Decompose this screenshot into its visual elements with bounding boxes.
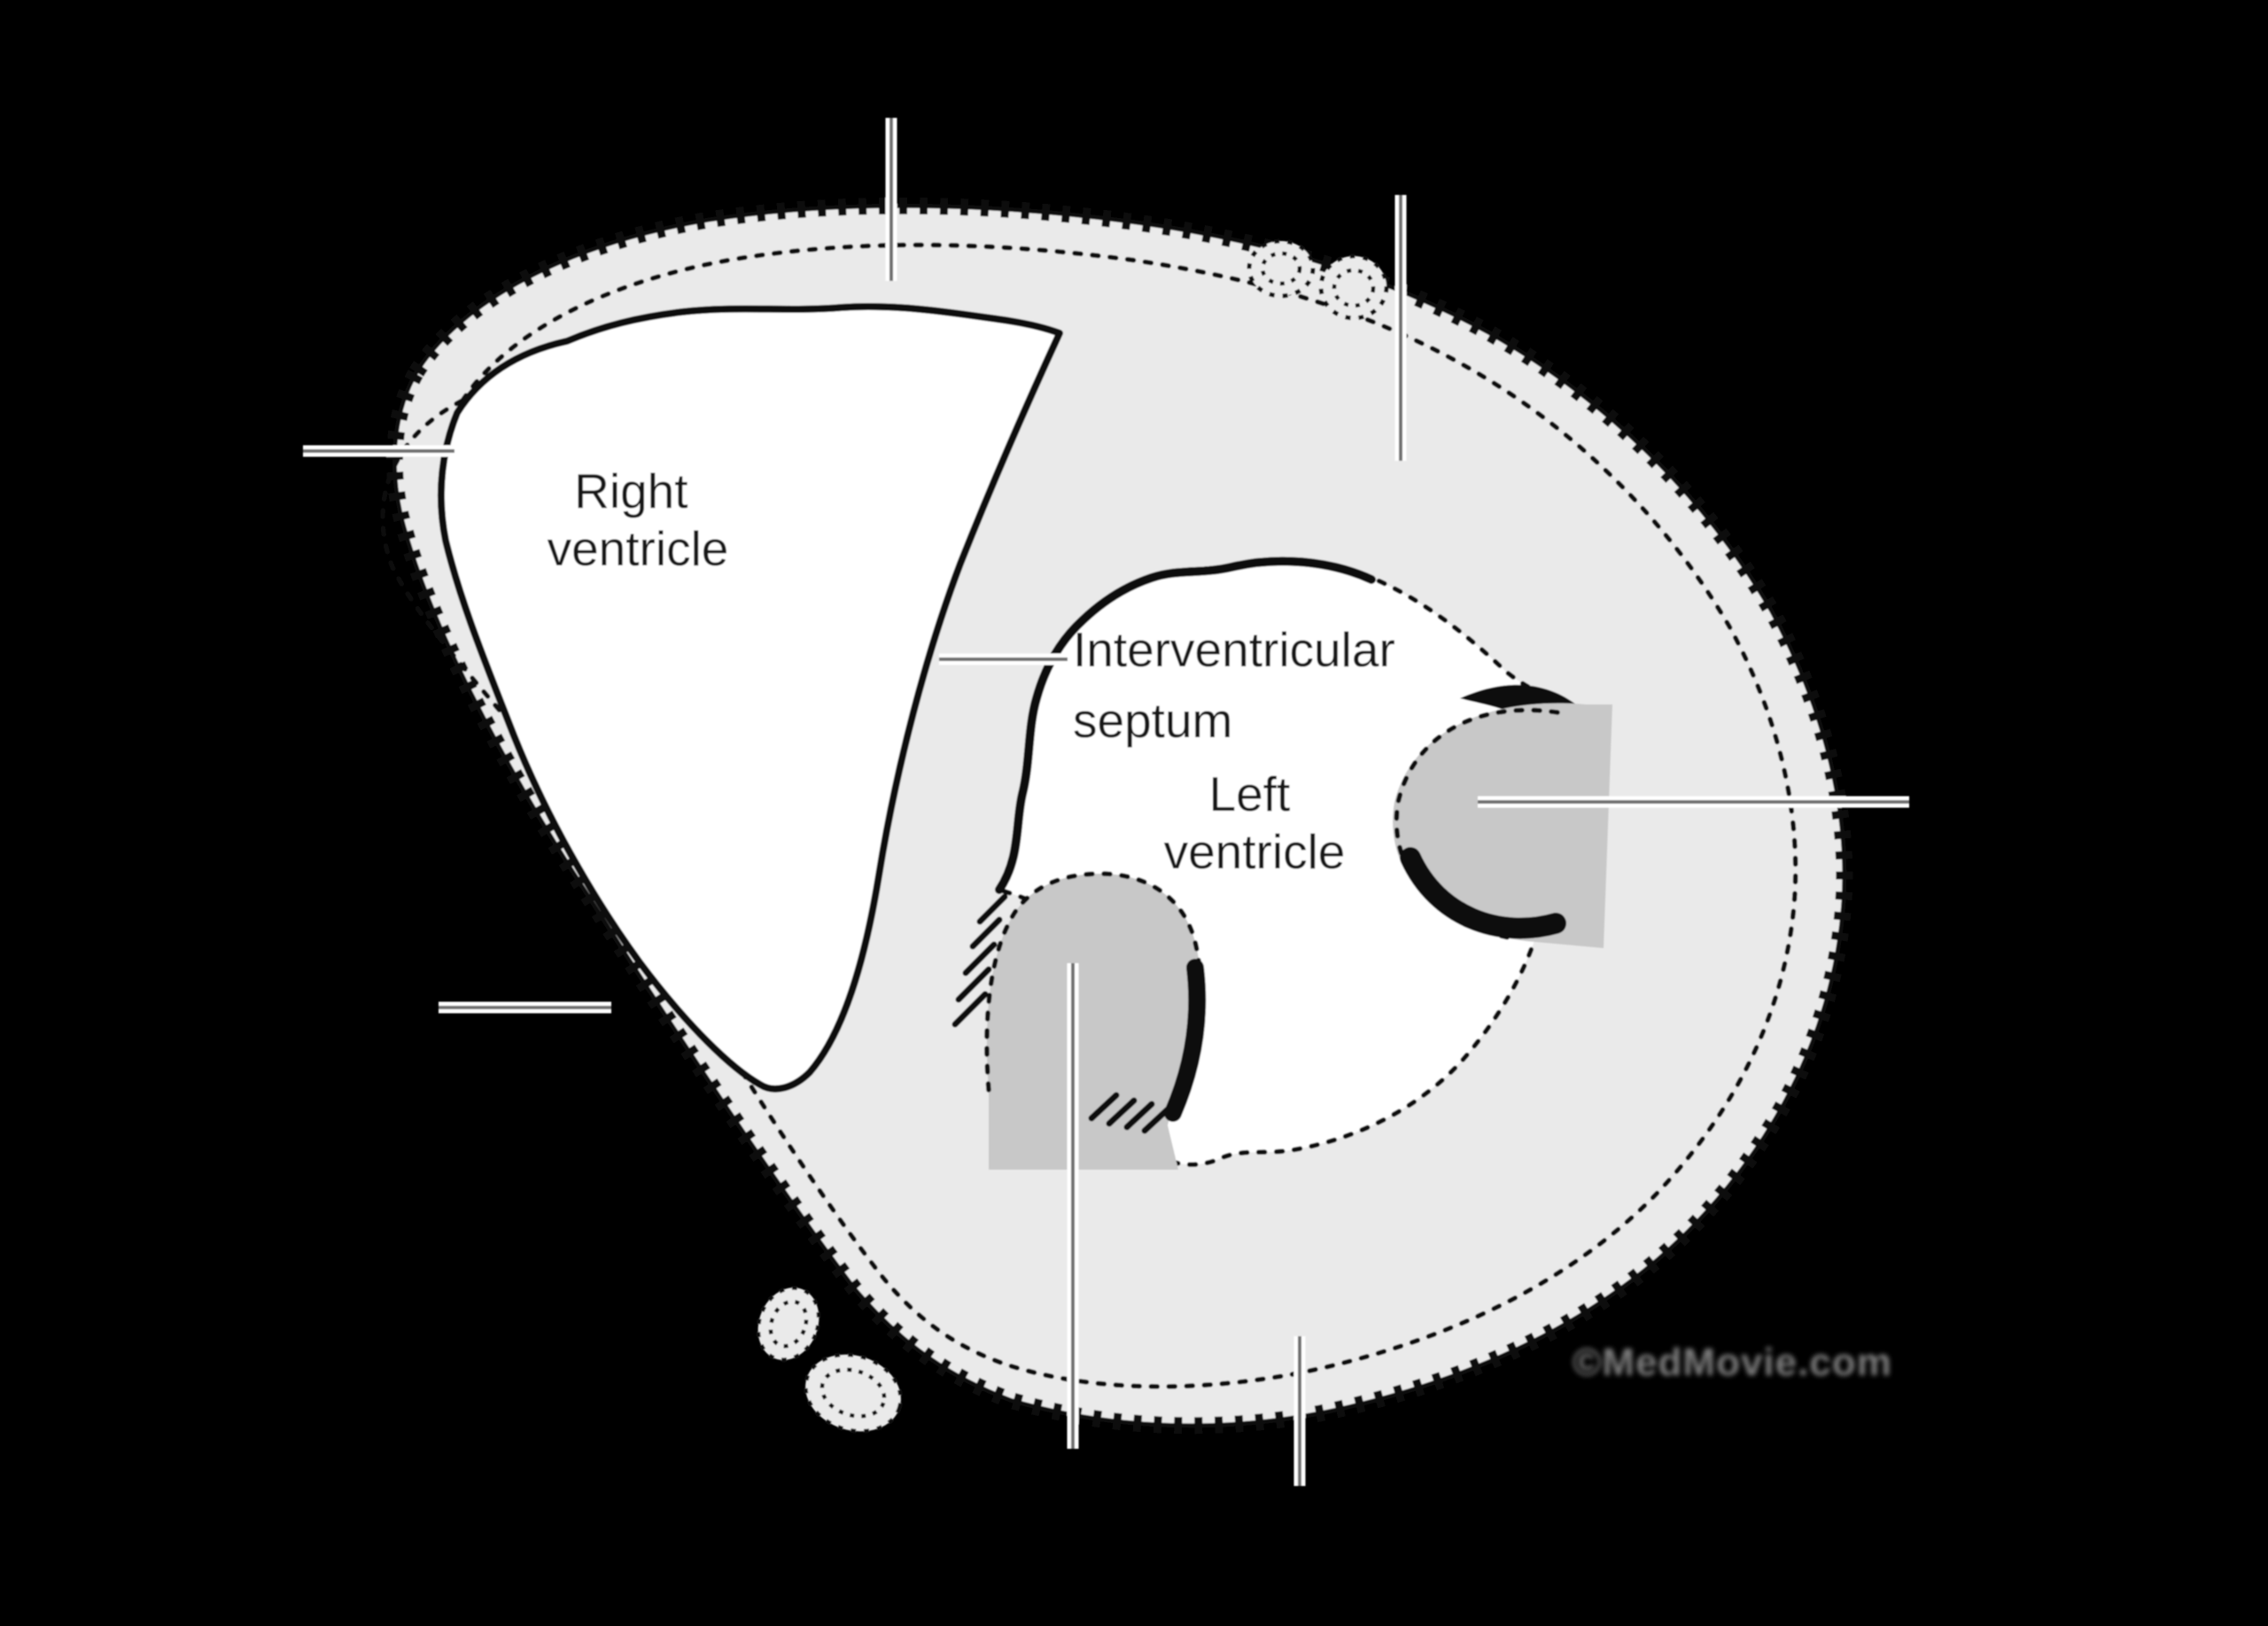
interventricular-septum-label: Interventricular septum [1073, 622, 1409, 748]
right-ventricle-label: Right ventricle [548, 463, 729, 576]
left-ventricle-solid-border [995, 556, 1376, 894]
right-ventricle-cavity [437, 303, 1063, 1093]
left-ventricle-label-line1: Left [1208, 766, 1290, 821]
papillary-muscle-right-shadow [1400, 847, 1566, 939]
coronary-vessel-lumen-icon [1260, 251, 1302, 286]
labels: Right ventricle Interventricular septum … [548, 463, 1409, 879]
right-ventricle-label-line1: Right [574, 463, 687, 518]
coronary-vessel-lumen-icon [1332, 268, 1376, 308]
pericardium-outer-edge [392, 203, 1847, 1428]
artwork: Right ventricle Interventricular septum … [303, 118, 1909, 1486]
coronary-vessel-icon [756, 1285, 821, 1363]
right-ventricle-label-line2: ventricle [548, 521, 729, 576]
coronary-vessels-top [1247, 238, 1389, 321]
coronary-vessel-lumen-icon [819, 1367, 887, 1419]
left-ventricle-label-line2: ventricle [1164, 824, 1346, 879]
papillary-muscle-central [984, 871, 1207, 1170]
interventricular-septum-label-line2: septum [1073, 693, 1232, 748]
papillary-muscle-right [1393, 703, 1612, 948]
coronary-vessel-icon [1247, 238, 1316, 299]
coronary-vessel-icon [803, 1352, 904, 1434]
leader-lines [303, 118, 1909, 1486]
papillary-muscle-central-body [986, 874, 1201, 1170]
interventricular-septum-label-line1: Interventricular [1073, 622, 1395, 677]
coronary-vessel-lumen-icon [768, 1299, 809, 1349]
coronary-vessels-bottom [756, 1285, 904, 1434]
watermark-text: ©MedMovie.com [1573, 1341, 1892, 1384]
papillary-muscle-central-shadow [1164, 959, 1207, 1122]
watermark: ©MedMovie.com [1573, 1341, 1892, 1384]
papillary-muscle-right-body [1393, 703, 1612, 948]
left-ventricle-label: Left ventricle [1164, 766, 1346, 879]
coronary-vessel-icon [1318, 253, 1389, 321]
trabecular-hatch-left [951, 893, 1008, 1028]
trabecular-hatch-bottom [1088, 1092, 1171, 1134]
